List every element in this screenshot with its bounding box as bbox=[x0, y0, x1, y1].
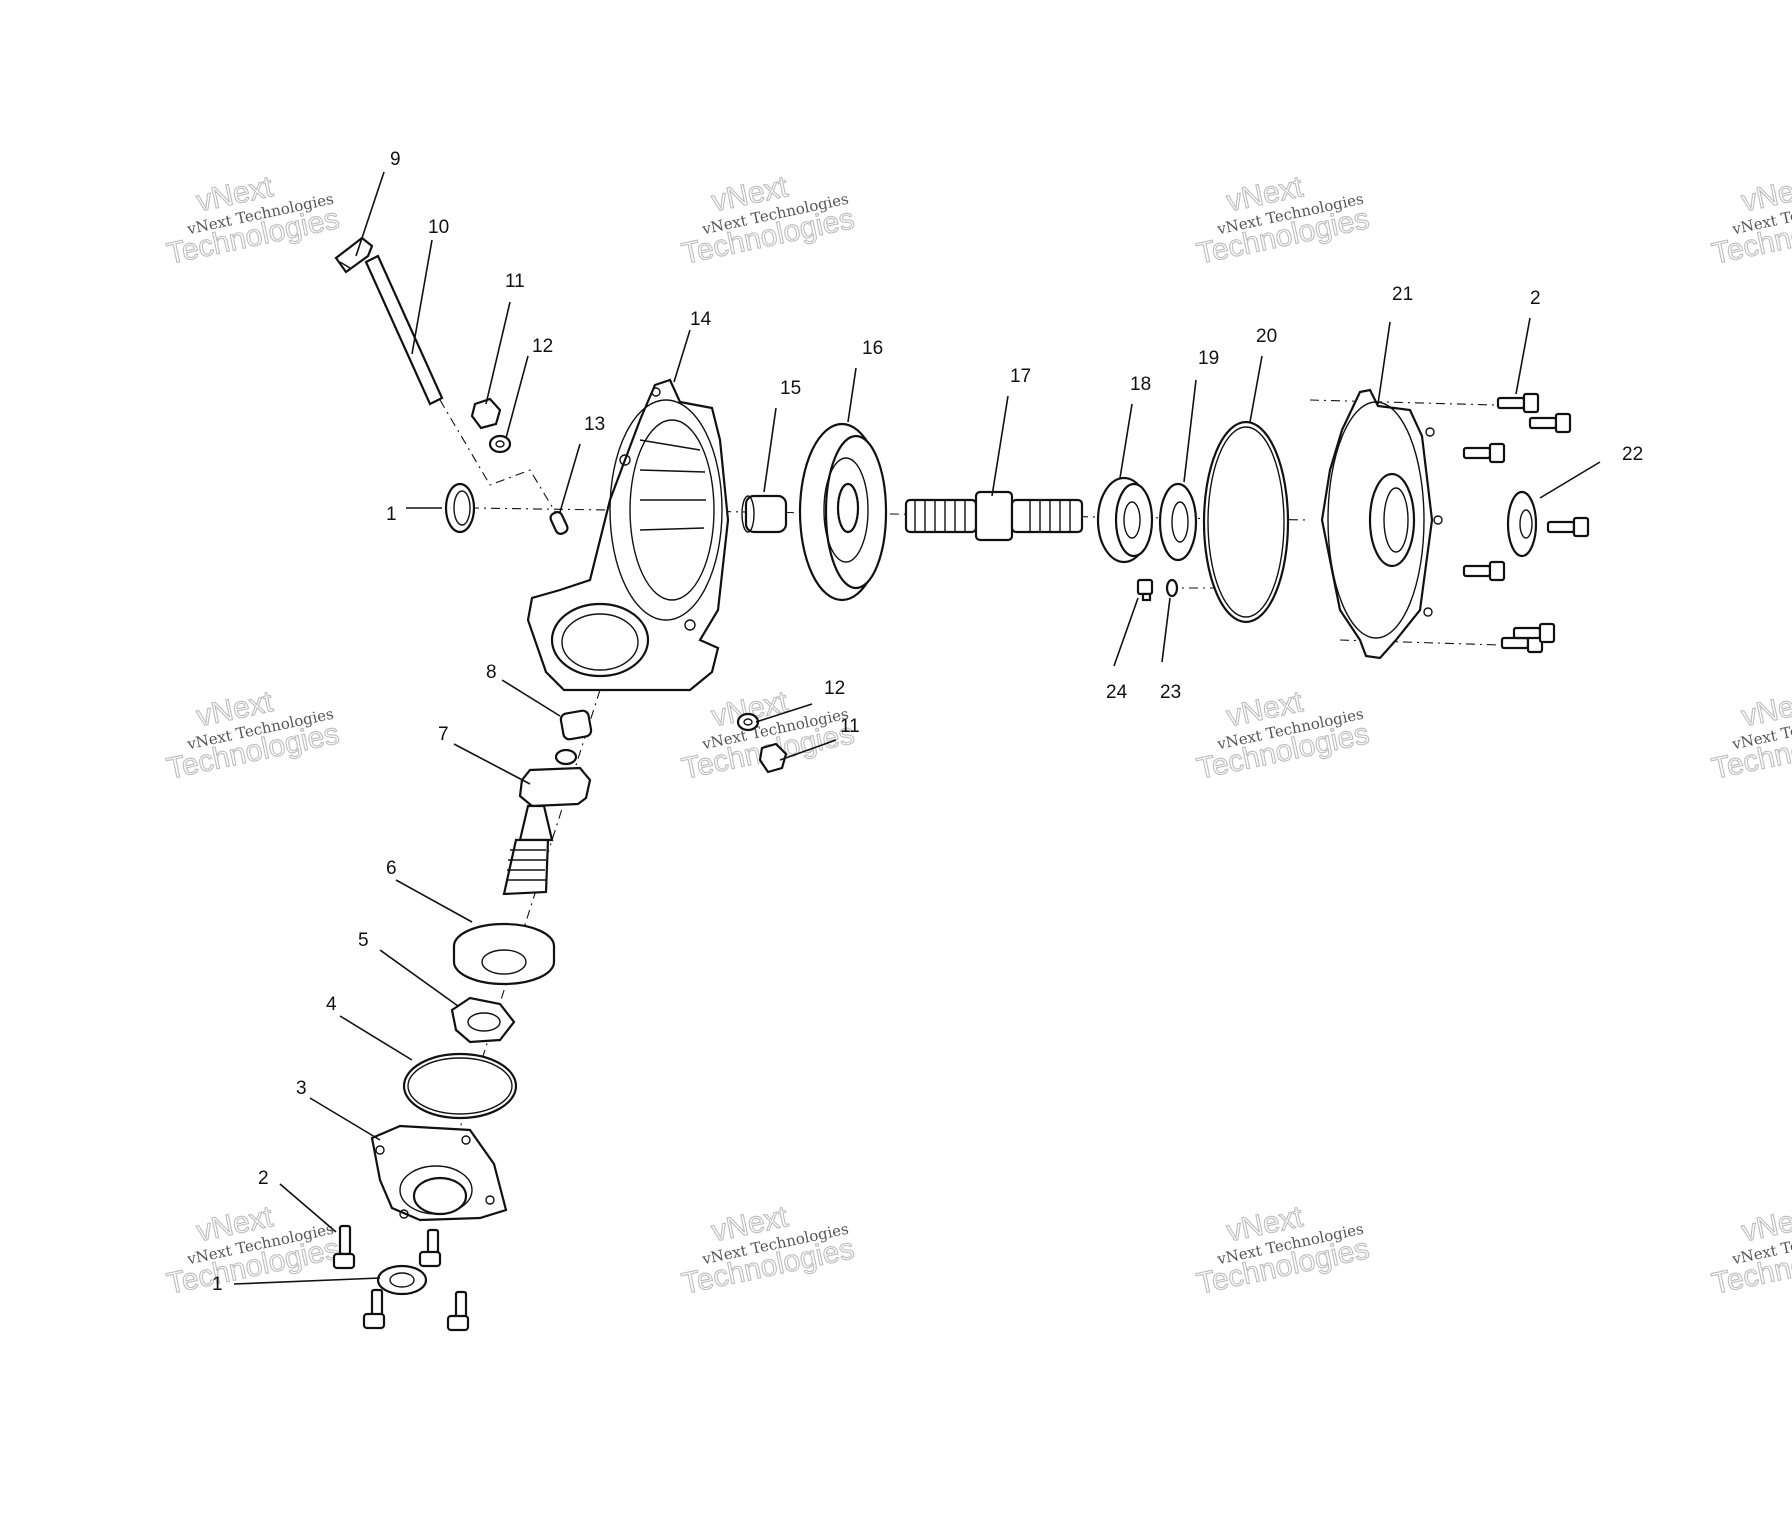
part-20-o-ring bbox=[1202, 420, 1290, 624]
part-8-bushing-small bbox=[559, 709, 593, 741]
part-5-nut bbox=[450, 996, 516, 1044]
part-9-vent-fitting bbox=[334, 236, 374, 274]
part-11-plug-top bbox=[470, 397, 502, 430]
callout-11-lower: 11 bbox=[840, 716, 860, 737]
part-14-gearcase-housing bbox=[526, 378, 730, 692]
bolt bbox=[1528, 412, 1572, 434]
bolt bbox=[1462, 560, 1506, 582]
callout-16: 16 bbox=[862, 338, 883, 359]
bolt bbox=[446, 1290, 470, 1332]
callout-19: 19 bbox=[1198, 348, 1219, 369]
part-22-seal-right bbox=[1506, 490, 1538, 558]
callout-17: 17 bbox=[1010, 366, 1031, 387]
part-1-seal-lower bbox=[376, 1264, 428, 1296]
callout-3: 3 bbox=[296, 1078, 307, 1099]
callout-7: 7 bbox=[438, 724, 449, 745]
watermark-2: vNext vNext Technologies Technologies bbox=[678, 170, 857, 272]
part-18-bearing bbox=[1096, 476, 1154, 564]
part-4-o-ring-lower bbox=[402, 1052, 518, 1120]
watermark-4: vNext vNext Technologies Technologies bbox=[1708, 170, 1792, 272]
part-19-shim bbox=[1158, 482, 1198, 562]
part-10-vent-tube bbox=[364, 254, 444, 406]
callout-24: 24 bbox=[1106, 682, 1128, 703]
part-2-bolts-right bbox=[1462, 392, 1590, 654]
watermark-11: vNext vNext Technologies Technologies bbox=[1193, 1200, 1372, 1302]
watermark-1: vNext vNext Technologies Technologies bbox=[163, 170, 342, 272]
callout-2-right: 2 bbox=[1530, 288, 1541, 309]
callout-9: 9 bbox=[390, 149, 401, 170]
part-11-plug-lower bbox=[758, 742, 788, 774]
part-2-bolts-lower bbox=[332, 1224, 470, 1332]
part-13-dowel-pin bbox=[549, 511, 569, 535]
watermark-3: vNext vNext Technologies Technologies bbox=[1193, 170, 1372, 272]
watermark-7: vNext vNext Technologies Technologies bbox=[1193, 685, 1372, 787]
part-16-ring-gear bbox=[798, 422, 888, 602]
part-24-fill-plug bbox=[1136, 578, 1154, 602]
bolt bbox=[1546, 516, 1590, 538]
part-12-washer-top bbox=[488, 434, 512, 454]
callout-14: 14 bbox=[690, 309, 712, 330]
callout-15: 15 bbox=[780, 378, 801, 399]
callout-11: 11 bbox=[505, 271, 525, 292]
watermark-5: vNext vNext Technologies Technologies bbox=[163, 685, 342, 787]
callout-10: 10 bbox=[428, 217, 449, 238]
callout-22: 22 bbox=[1622, 444, 1643, 465]
callout-12: 12 bbox=[532, 336, 553, 357]
callout-21: 21 bbox=[1392, 284, 1413, 305]
callout-4: 4 bbox=[326, 994, 337, 1015]
part-7-pinion-shaft bbox=[502, 748, 592, 896]
part-15-bushing bbox=[741, 494, 788, 534]
callout-2-lower: 2 bbox=[258, 1168, 269, 1189]
callout-1-lower: 1 bbox=[212, 1274, 223, 1295]
callout-23: 23 bbox=[1160, 682, 1181, 703]
part-12-washer-lower bbox=[736, 712, 760, 732]
callout-20: 20 bbox=[1256, 326, 1277, 347]
part-6-pinion-bearing bbox=[452, 922, 556, 986]
callout-5: 5 bbox=[358, 930, 369, 951]
watermark-8: vNext vNext Technologies Technologies bbox=[1708, 685, 1792, 787]
bolt bbox=[418, 1228, 442, 1268]
bolt bbox=[1462, 442, 1506, 464]
part-17-output-shaft bbox=[904, 490, 1084, 542]
part-23-small-washer bbox=[1165, 578, 1179, 598]
callout-6: 6 bbox=[386, 858, 397, 879]
callout-13: 13 bbox=[584, 414, 605, 435]
callout-1: 1 bbox=[386, 504, 397, 525]
bolt bbox=[1512, 622, 1556, 644]
callout-8: 8 bbox=[486, 662, 497, 683]
callout-18: 18 bbox=[1130, 374, 1151, 395]
bolt bbox=[332, 1224, 356, 1270]
watermark-12: vNext vNext Technologies Technologies bbox=[1708, 1200, 1792, 1302]
callout-12-lower: 12 bbox=[824, 678, 845, 699]
part-21-gearcase-cover bbox=[1320, 388, 1443, 660]
part-3-pinion-cover bbox=[370, 1124, 508, 1222]
part-1-seal-top bbox=[444, 482, 476, 534]
watermark-10: vNext vNext Technologies Technologies bbox=[678, 1200, 857, 1302]
bolt bbox=[1496, 392, 1540, 414]
callout-labels: 9 10 11 12 13 1 14 15 16 17 18 19 20 21 … bbox=[212, 149, 1643, 1295]
bolt bbox=[362, 1288, 386, 1330]
leader-lines bbox=[233, 171, 1601, 1285]
